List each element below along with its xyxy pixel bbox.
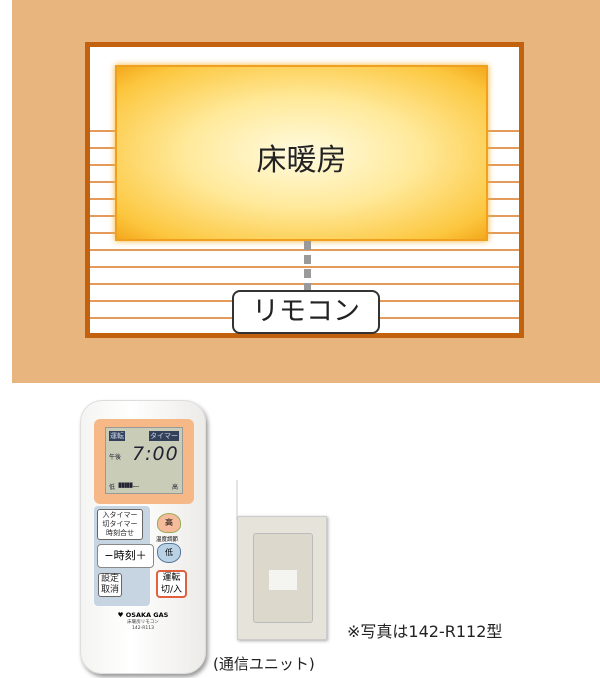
temp-label: 温度調節 xyxy=(156,537,179,543)
level-bars: ▮▮▮▮▮..... xyxy=(118,481,139,489)
floor-heating-diagram: 床暖房 リモコン xyxy=(12,0,600,383)
brand-logo: ♥ OSAKA GAS xyxy=(117,611,169,619)
level-low: 低 xyxy=(109,484,116,491)
floor-heater-panel: 床暖房 xyxy=(115,65,488,241)
temp-up-button[interactable]: 高 xyxy=(157,513,181,533)
unit-sticker xyxy=(269,570,297,590)
ampm-indicator: 午後 xyxy=(109,454,122,461)
lcd-display: 運転 タイマー 午後 7:00 低 ▮▮▮▮▮..... 高 xyxy=(105,427,183,494)
unit-label: (通信ユニット) xyxy=(213,655,315,673)
set-cancel-button[interactable]: 設定 取消 xyxy=(98,573,122,597)
product-name: 床暖房リモコン xyxy=(127,620,159,625)
on-timer-label: 入タイマー xyxy=(102,511,138,519)
clock-set-label: 時刻合せ xyxy=(106,529,134,537)
model-number: 142-R113 xyxy=(132,626,154,631)
mode-indicator: 運転 xyxy=(109,431,125,441)
temp-down-button[interactable]: 低 xyxy=(157,543,181,563)
clock-label: 時刻 xyxy=(113,549,136,562)
remote-control: 運転 タイマー 午後 7:00 低 ▮▮▮▮▮..... 高 入タイマー 切タイ… xyxy=(80,400,206,674)
brand-name: OSAKA GAS xyxy=(125,611,169,619)
model-info: 床暖房リモコン 142-R113 xyxy=(81,620,205,632)
time-display: 7:00 xyxy=(132,443,179,465)
run-label: 運転 xyxy=(162,573,181,583)
level-high: 高 xyxy=(172,484,179,491)
cancel-label: 取消 xyxy=(100,585,119,595)
timer-indicator: タイマー xyxy=(149,431,179,441)
set-label: 設定 xyxy=(100,574,119,584)
clock-adjust-bar: −時刻＋ xyxy=(97,544,154,568)
remote-label: リモコン xyxy=(232,290,380,334)
unit-housing xyxy=(253,533,313,623)
communication-unit xyxy=(237,516,327,640)
timer-button[interactable]: 入タイマー 切タイマー 時刻合せ xyxy=(97,509,143,540)
lcd-frame: 運転 タイマー 午後 7:00 低 ▮▮▮▮▮..... 高 xyxy=(94,419,194,504)
photo-note: ※写真は142-R112型 xyxy=(347,622,503,641)
minus-button[interactable]: − xyxy=(104,549,114,562)
run-sub-label: 切/入 xyxy=(160,585,183,595)
heater-label: 床暖房 xyxy=(256,143,347,178)
antenna-wire xyxy=(236,480,238,520)
power-button[interactable]: 運転 切/入 xyxy=(156,570,187,598)
plus-button[interactable]: ＋ xyxy=(135,549,147,562)
connection-line xyxy=(304,241,311,291)
off-timer-label: 切タイマー xyxy=(102,520,138,528)
